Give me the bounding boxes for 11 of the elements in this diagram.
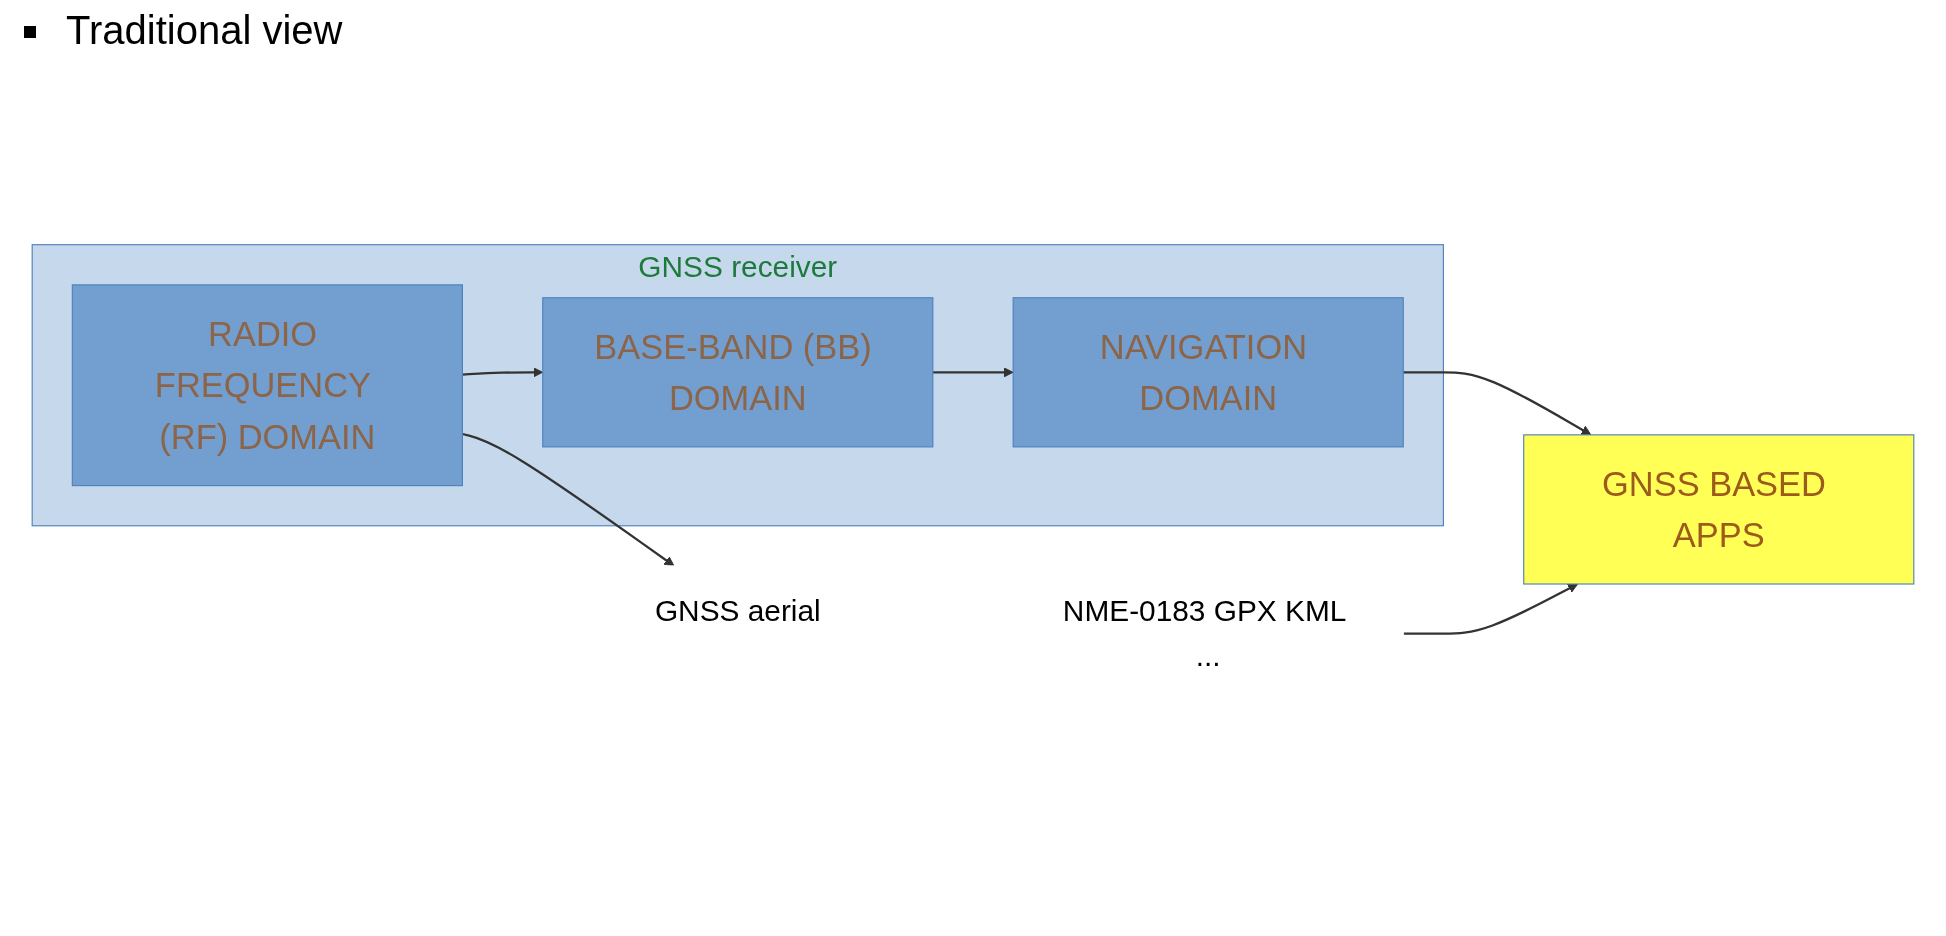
node-box: RADIO FREQUENCY (RF) DOMAIN [71, 284, 463, 487]
arrow [462, 432, 675, 567]
arrow [1403, 371, 1592, 436]
node-box: NAVIGATION DOMAIN [1012, 297, 1404, 448]
node-box: GNSS BASED APPS [1523, 434, 1915, 585]
arrow [1403, 583, 1578, 635]
node-box: BASE-BAND (BB) DOMAIN [542, 297, 934, 448]
node-text: NME-0183 GPX KML ... [1062, 593, 1346, 673]
title: Traditional view [66, 8, 343, 53]
node-text: GNSS aerial [654, 593, 821, 628]
arrow [932, 367, 1014, 378]
